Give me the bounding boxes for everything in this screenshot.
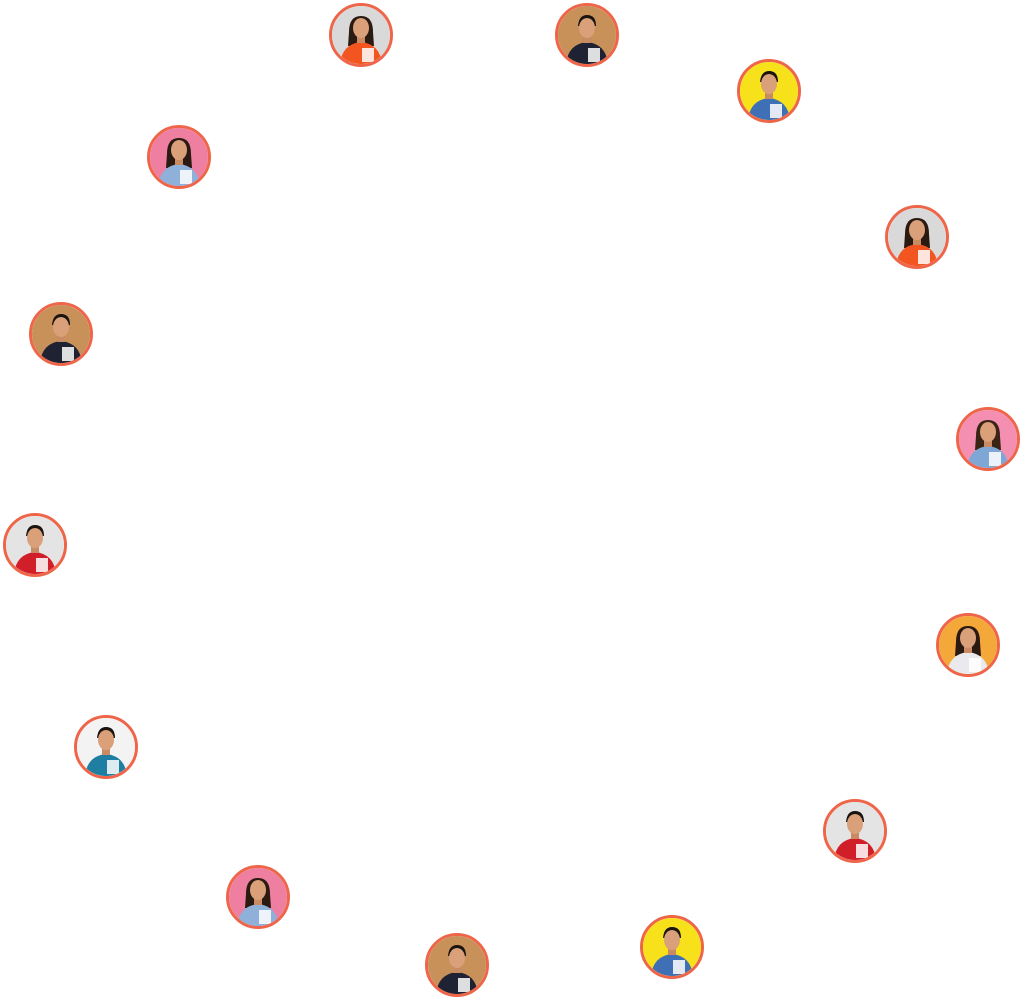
avatar	[425, 933, 489, 997]
man-photo-icon	[826, 802, 884, 860]
woman-photo-icon	[229, 868, 287, 926]
woman-photo-icon	[939, 616, 997, 674]
man-photo-icon	[32, 305, 90, 363]
avatar	[555, 3, 619, 67]
man-photo-icon	[77, 718, 135, 776]
avatar	[3, 513, 67, 577]
avatar	[823, 799, 887, 863]
avatar	[29, 302, 93, 366]
avatar	[885, 205, 949, 269]
avatar	[737, 59, 801, 123]
man-photo-icon	[6, 516, 64, 574]
avatar	[74, 715, 138, 779]
man-photo-icon	[558, 6, 616, 64]
avatar	[956, 407, 1020, 471]
woman-photo-icon	[332, 6, 390, 64]
avatar	[226, 865, 290, 929]
avatar	[147, 125, 211, 189]
woman-photo-icon	[888, 208, 946, 266]
avatar	[640, 915, 704, 979]
man-photo-icon	[643, 918, 701, 976]
avatar	[329, 3, 393, 67]
avatar	[936, 613, 1000, 677]
woman-photo-icon	[150, 128, 208, 186]
man-photo-icon	[740, 62, 798, 120]
woman-photo-icon	[959, 410, 1017, 468]
man-photo-icon	[428, 936, 486, 994]
